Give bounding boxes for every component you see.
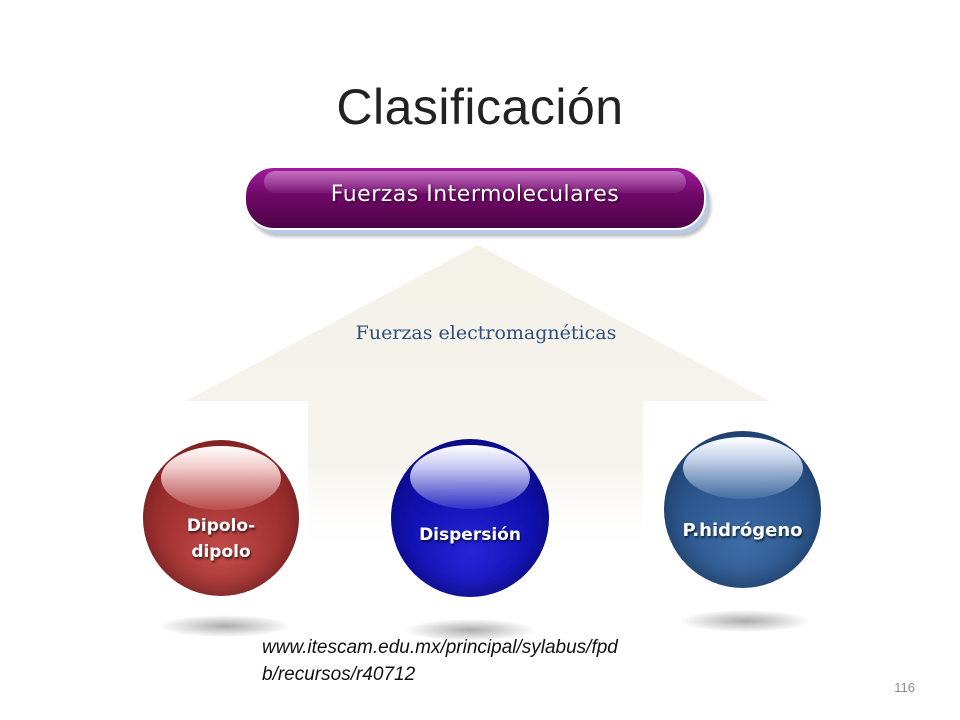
banner-label: Fuerzas Intermoleculares <box>330 182 620 207</box>
sphere-shadow <box>405 619 535 641</box>
sphere-label-line: Dispersión <box>419 525 521 545</box>
sphere-shadow <box>160 615 290 637</box>
sphere-label: Dispersión <box>391 523 549 549</box>
sphere-label: P.hidrógeno <box>664 517 821 544</box>
sphere-label: Dipolo- dipolo <box>143 514 299 565</box>
sphere-gloss <box>683 437 803 499</box>
sphere-label-line: P.hidrógeno <box>682 520 803 541</box>
center-label: Fuerzas electromagnéticas <box>355 322 617 344</box>
sphere-dispersion: Dispersión <box>391 439 549 597</box>
page-number: 116 <box>894 680 915 695</box>
sphere-label-line: dipolo <box>191 541 251 562</box>
banner-gloss <box>264 171 686 193</box>
source-url-line: www.itescam.edu.mx/principal/sylabus/fpd <box>262 637 618 658</box>
sphere-label-line: Dipolo- <box>186 516 256 536</box>
fuerzas-intermoleculares-banner: Fuerzas Intermoleculares <box>244 166 706 230</box>
sphere-puente-hidrogeno: P.hidrógeno <box>664 431 821 588</box>
source-url[interactable]: www.itescam.edu.mx/principal/sylabus/fpd… <box>262 634 722 688</box>
sphere-gloss <box>410 445 530 509</box>
source-url-line: b/recursos/r40712 <box>262 664 416 685</box>
sphere-shadow <box>680 610 810 632</box>
sphere-gloss <box>161 446 281 510</box>
sphere-dipolo-dipolo: Dipolo- dipolo <box>143 440 299 596</box>
slide-title: Clasificación <box>336 79 624 135</box>
